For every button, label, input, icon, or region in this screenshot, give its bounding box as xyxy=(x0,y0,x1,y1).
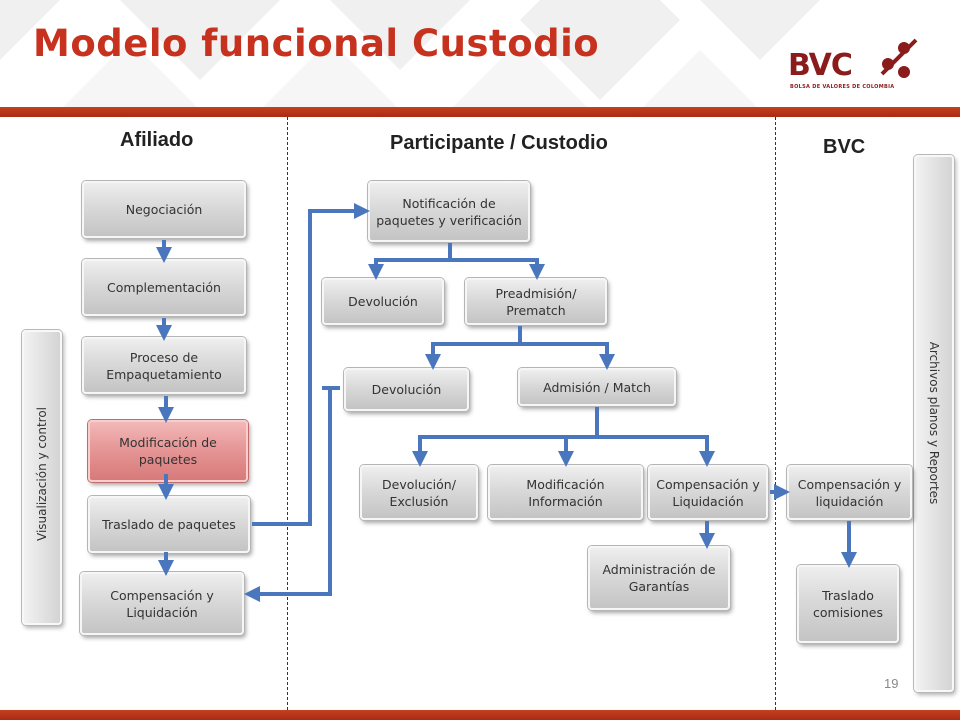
box-compensacion-bvc: Compensación y liquidación xyxy=(787,465,912,520)
column-divider-right xyxy=(775,117,776,710)
logo-subtitle: BOLSA DE VALORES DE COLOMBIA xyxy=(790,84,895,90)
arrow-preadmision-devolucion xyxy=(425,342,520,370)
column-divider-left xyxy=(287,117,288,710)
box-preadmision: Preadmisión/ Prematch xyxy=(465,278,607,325)
logo-mark-icon xyxy=(880,38,918,78)
column-heading-bvc: BVC xyxy=(823,136,866,158)
box-traslado-comisiones: Traslado comisiones xyxy=(797,565,899,643)
arrow-admision-compensacion xyxy=(597,435,715,467)
box-devolucion-exclusion: Devolución/ Exclusión xyxy=(360,465,478,520)
box-modificacion-informacion: Modificación Información xyxy=(488,465,643,520)
logo-text: BVC xyxy=(788,48,853,83)
page-title: Modelo funcional Custodio xyxy=(33,22,600,65)
box-traslado-paquetes: Traslado de paquetes xyxy=(88,496,250,553)
visualizacion-sidebar xyxy=(22,330,62,625)
arrow-admision-devolucion-exclusion xyxy=(412,435,597,467)
header-banner: Modelo funcional Custodio BVC BOLSA DE V… xyxy=(0,0,960,110)
arrow-preadmision-admision xyxy=(520,342,615,370)
box-modificacion-paquetes: Modificación de paquetes xyxy=(88,420,248,482)
archivos-label: Archivos planos y Reportes xyxy=(927,341,941,505)
box-devolucion-2: Devolución xyxy=(344,368,469,411)
box-negociacion: Negociación xyxy=(82,181,246,238)
box-complementacion: Complementación xyxy=(82,259,246,316)
footer-rule xyxy=(0,710,960,720)
header-rule xyxy=(0,107,960,117)
page-number: 19 xyxy=(884,676,899,691)
archivos-sidebar xyxy=(914,155,954,692)
box-notificacion: Notificación de paquetes y verificación xyxy=(368,181,530,242)
visualizacion-label: Visualización y control xyxy=(35,406,49,541)
box-devolucion-1: Devolución xyxy=(322,278,444,325)
banner-pattern xyxy=(0,0,820,110)
box-proceso-empaquetamiento: Proceso de Empaquetamiento xyxy=(82,337,246,394)
arrow-notificacion-preadmision xyxy=(450,258,545,280)
arrow-notificacion-devolucion xyxy=(368,258,450,280)
box-admision: Admisión / Match xyxy=(518,368,676,406)
box-compensacion-participante: Compensación y Liquidación xyxy=(648,465,768,520)
arrow-devolucion-compensacion xyxy=(244,386,340,602)
column-heading-afiliado: Afiliado xyxy=(120,129,194,151)
box-administracion-garantias: Administración de Garantías xyxy=(588,546,730,610)
box-compensacion-afiliado: Compensación y Liquidación xyxy=(80,572,244,635)
bvc-logo: BVC BOLSA DE VALORES DE COLOMBIA xyxy=(788,30,928,100)
column-heading-participante: Participante / Custodio xyxy=(390,132,608,154)
